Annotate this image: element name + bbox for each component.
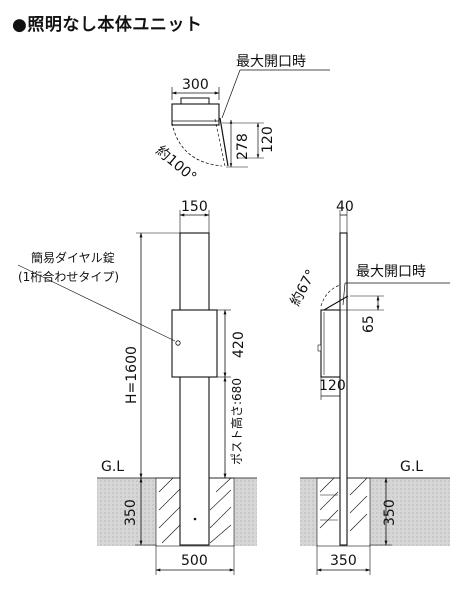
top-view: 300 最大開口時 278 120 約100° [152, 54, 330, 186]
top-angle-label: 約100° [152, 143, 199, 186]
top-box [171, 103, 220, 126]
lock-label-2: (1桁合わせタイプ) [18, 269, 119, 284]
top-lid [180, 97, 210, 105]
side-ground-label: G.L [400, 459, 423, 475]
side-view: 40 G.L 最大開口時 約67° 65 [287, 199, 450, 575]
front-post-width-label: 150 [181, 199, 208, 215]
side-depth-label: 350 [382, 499, 398, 526]
side-angle-label: 約67° [287, 267, 319, 309]
front-view: 150 G.L 簡易ダイヤル錠 (1桁合わせタイプ) H=1600 420 [17, 199, 257, 575]
side-base-width-label: 350 [330, 553, 357, 569]
side-mailbox [320, 309, 341, 378]
front-box-height-label: 420 [231, 331, 247, 358]
top-swing-arc [171, 122, 223, 167]
lock-label-1: 簡易ダイヤル錠 [31, 250, 115, 265]
side-top-depth-label: 40 [336, 199, 354, 215]
front-ground-label: G.L [101, 459, 124, 475]
front-post-height-label: ポスト高さ:680 [229, 378, 244, 465]
top-max-open-label: 最大開口時 [236, 54, 306, 70]
front-base-width-label: 500 [181, 553, 208, 569]
top-dim-278: 278 [235, 133, 251, 160]
top-open-door [219, 117, 229, 167]
front-post [179, 232, 210, 546]
top-width-label: 300 [182, 77, 209, 93]
side-dim-65: 65 [361, 315, 377, 333]
side-max-open-label: 最大開口時 [356, 264, 426, 280]
side-dim-120: 120 [319, 378, 346, 394]
dial-lock-icon [175, 340, 181, 346]
side-open-lid [323, 295, 349, 311]
front-height-label: H=1600 [124, 346, 140, 404]
front-depth-label: 350 [123, 499, 139, 526]
top-dim-120: 120 [260, 126, 276, 153]
page-title: ●照明なし本体ユニット [12, 15, 203, 35]
